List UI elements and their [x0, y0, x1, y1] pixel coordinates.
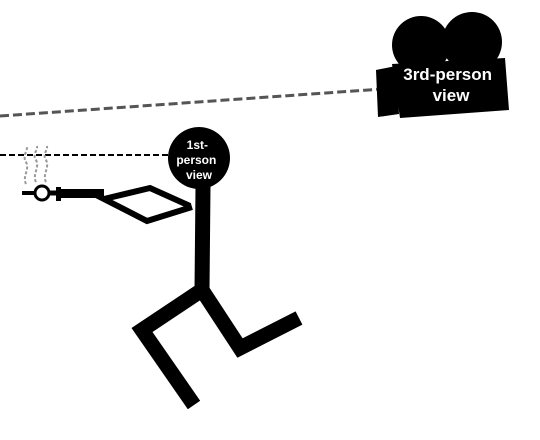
smoke-icon	[23, 145, 49, 185]
head-icon	[168, 127, 230, 189]
first-person-view-label: 1st- person view	[176, 138, 219, 182]
third-person-view-label: 3rd-person view	[403, 65, 497, 105]
stick-figure-icon	[95, 184, 303, 410]
third-person-sight-line	[0, 87, 383, 118]
pistol-icon	[22, 184, 104, 202]
movie-camera-icon	[376, 12, 509, 118]
